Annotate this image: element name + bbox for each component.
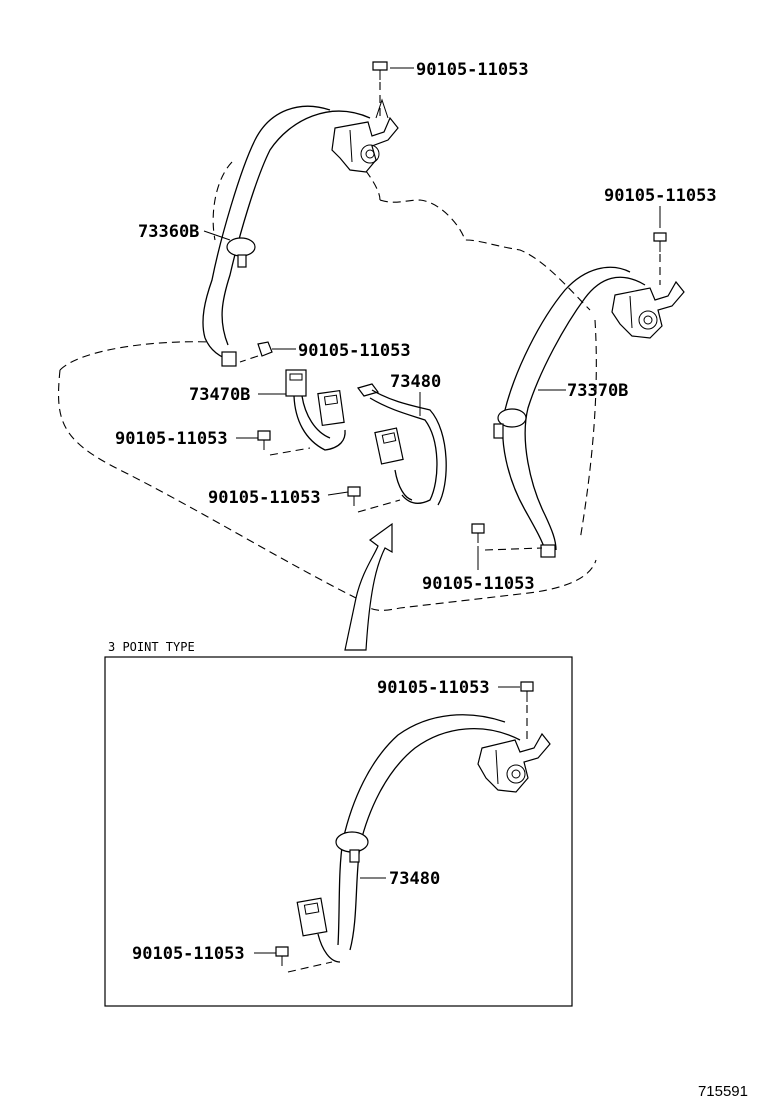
callout-bolt-left-low: 90105-11053 — [115, 429, 258, 449]
inset-callout-belt: 73480 — [360, 869, 440, 889]
svg-text:90105-11053: 90105-11053 — [208, 488, 321, 508]
svg-text:90105-11053: 90105-11053 — [422, 574, 535, 594]
buckle-73480 — [356, 383, 447, 506]
callout-bolt-top: 90105-11053 — [390, 60, 529, 80]
callout-bolt-right-top: 90105-11053 — [604, 186, 717, 228]
bolt-icon — [275, 946, 333, 973]
svg-text:73470B: 73470B — [189, 385, 250, 405]
svg-text:90105-11053: 90105-11053 — [132, 944, 245, 964]
left-retractor — [331, 98, 399, 173]
buckle-73470b — [285, 369, 346, 451]
figure-code: 715591 — [698, 1083, 748, 1100]
callout-belt-left: 73360B — [138, 222, 231, 242]
callout-buckle-left: 73470B — [189, 385, 286, 405]
bolt-icon — [347, 486, 401, 513]
callout-bolt-left-mid: 90105-11053 — [272, 341, 411, 361]
svg-text:90105-11053: 90105-11053 — [377, 678, 490, 698]
rear-seat-outline — [57, 149, 597, 611]
inset-reference-arrow — [344, 522, 393, 651]
svg-text:73480: 73480 — [390, 372, 441, 392]
bolt-icon — [372, 61, 388, 118]
svg-text:73370B: 73370B — [567, 381, 628, 401]
bolt-icon — [257, 430, 311, 456]
bolt-icon — [239, 341, 273, 363]
inset-title: 3 POINT TYPE — [108, 640, 195, 654]
svg-text:73480: 73480 — [389, 869, 440, 889]
bolt-icon — [471, 523, 543, 551]
bolt-icon — [520, 681, 534, 740]
svg-text:73360B: 73360B — [138, 222, 199, 242]
svg-text:90105-11053: 90105-11053 — [416, 60, 529, 80]
inset-callout-bolt-bottom: 90105-11053 — [132, 944, 276, 964]
svg-text:90105-11053: 90105-11053 — [298, 341, 411, 361]
callout-bolt-right-low: 90105-11053 — [422, 546, 535, 594]
inset-callout-bolt-top: 90105-11053 — [377, 678, 520, 698]
right-belt-assembly — [493, 266, 646, 558]
svg-text:90105-11053: 90105-11053 — [604, 186, 717, 206]
svg-text:90105-11053: 90105-11053 — [115, 429, 228, 449]
inset-belt-assembly — [296, 714, 521, 963]
left-belt-assembly — [202, 105, 371, 367]
callout-belt-right: 73370B — [538, 381, 628, 401]
callout-buckle-center: 73480 — [390, 372, 441, 416]
inset-frame — [104, 656, 573, 1007]
bolt-icon — [653, 232, 667, 285]
right-retractor — [611, 280, 685, 339]
callout-bolt-center-low: 90105-11053 — [208, 488, 349, 508]
inset-retractor — [477, 732, 551, 793]
